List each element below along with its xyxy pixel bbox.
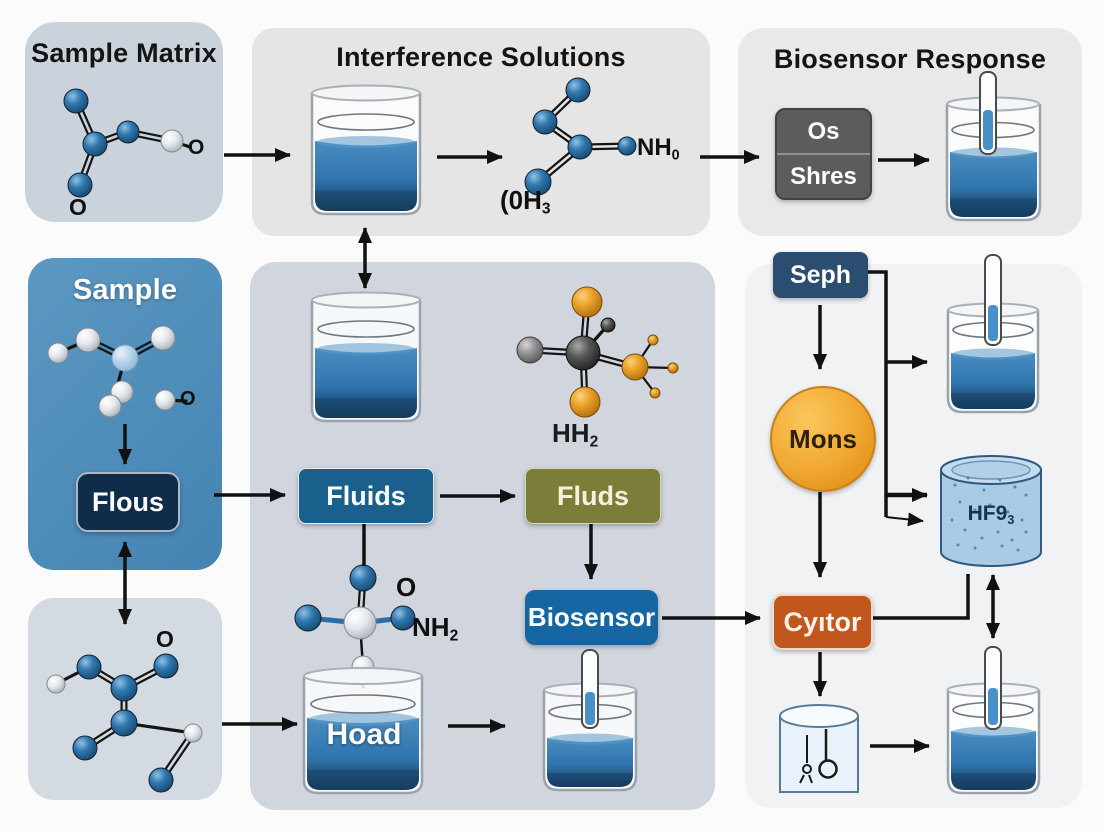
mons-circle: Mons	[770, 386, 876, 492]
oh3-sub: 3	[541, 200, 551, 218]
beaker-interference	[310, 84, 422, 216]
mons-label: Mons	[789, 423, 857, 454]
fluds-label: Fluds	[557, 480, 629, 511]
center-o-label: O	[396, 572, 417, 602]
biosensor-label: Biosensor	[527, 602, 656, 632]
bottom-left-o-label: O	[156, 626, 174, 652]
beaker-right-bottom	[946, 646, 1041, 795]
hh2-label: HH2	[552, 418, 598, 452]
fluids-label: Fluids	[326, 480, 406, 511]
flow-arrows	[118, 148, 1000, 753]
hf93-cylinder	[940, 455, 1042, 567]
hf93-label: HF93	[941, 502, 1041, 527]
line-seph-elbow	[866, 270, 888, 517]
beaker-right-mid	[946, 254, 1040, 414]
flous-box: Flous	[76, 472, 180, 532]
matrix-o-bottom-label: O	[69, 194, 87, 220]
bottom-left-molecule	[46, 653, 203, 793]
sample-title: Sample	[72, 274, 178, 306]
nh2-molecule	[294, 564, 416, 689]
nh2-label: NH2	[412, 612, 458, 646]
sample-matrix-title: Sample Matrix	[31, 38, 217, 68]
biosensor-box: Biosensor	[525, 590, 658, 645]
line-cytor-elbow	[870, 574, 970, 620]
sample-matrix-molecule	[63, 88, 192, 198]
nh2-main: NH	[412, 612, 450, 642]
hoad-label: Hoad	[326, 718, 402, 751]
beaker-response-top	[945, 71, 1042, 222]
cytor-label: Cyıtor	[783, 606, 862, 637]
hh2-molecule	[516, 286, 679, 418]
fluds-box: Fluds	[525, 468, 661, 524]
os-shres-box: Os Shres	[775, 108, 872, 200]
sample-o-label: O	[180, 388, 196, 410]
seph-box: Seph	[773, 252, 868, 298]
beaker-center-electrode	[542, 649, 638, 792]
arrow-branch-to-cylinder-thin	[885, 512, 924, 527]
shres-cell: Shres	[790, 162, 857, 190]
hh2-sub: 2	[589, 433, 599, 451]
oh3-main: (0H	[500, 185, 542, 215]
cytor-box: Cyıtor	[772, 594, 873, 650]
hf93-main: HF9	[967, 502, 1008, 525]
nh2-sub: 2	[449, 627, 459, 645]
oh3-label: (0H3	[500, 185, 551, 219]
nh0-sub: 0	[671, 147, 680, 164]
cylinder-speckles	[950, 476, 1028, 552]
hh2-main: HH	[552, 418, 590, 448]
interference-molecule	[524, 77, 637, 196]
matrix-o-right-label: O	[188, 136, 205, 159]
flous-label: Flous	[92, 486, 164, 517]
beaker-center	[310, 291, 422, 423]
biosensor-response-title: Biosensor Response	[773, 44, 1047, 74]
seph-label: Seph	[789, 260, 852, 289]
probe-flask	[779, 704, 859, 793]
os-cell: Os	[777, 110, 870, 155]
nh0-label: NH0	[637, 134, 680, 163]
fluids-box: Fluids	[298, 468, 434, 524]
sample-molecule	[47, 325, 188, 418]
hf93-sub: 3	[1007, 512, 1015, 527]
beaker-hoad	[302, 667, 424, 795]
nh0-main: NH	[637, 134, 672, 161]
interference-title: Interference Solutions	[336, 42, 626, 72]
